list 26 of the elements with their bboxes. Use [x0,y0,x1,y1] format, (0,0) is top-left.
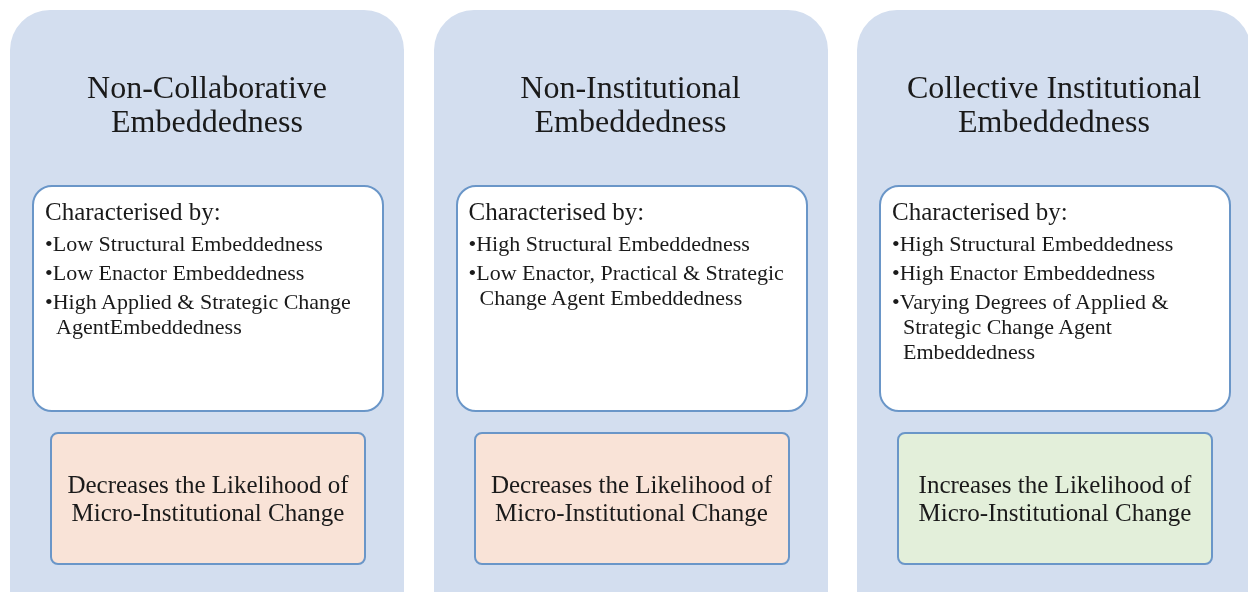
traits-heading: Characterised by: [892,197,1069,227]
column-panel [857,10,1248,592]
traits-heading: Characterised by: [468,197,646,227]
bullet-item: •High Structural Embeddedness [468,231,751,256]
column-panel [433,10,828,592]
traits-box [879,185,1231,412]
traits-heading: Characterised by: [45,197,222,227]
outcome-text: Increases the Likelihood of Micro-Institutional Change [917,470,1193,527]
bullet-item: •High Applied & Strategic Change AgentEmbeddedness [45,289,352,339]
traits-box [32,185,384,412]
panel-title: Collective Institutional Embeddedness [905,70,1203,138]
outcome-text: Decreases the Likelihood of Micro-Institutional Change [489,470,774,527]
outcome-box [50,432,366,565]
bullet-item: •Low Enactor, Practical & Strategic Change Agent Embeddedness [468,260,785,310]
bullet-item: •High Structural Embeddedness [892,231,1175,256]
outcome-text: Decreases the Likelihood of Micro-Institutional Change [66,470,350,527]
panel-title: Non-Institutional Embeddedness [519,70,742,138]
column-panel [10,10,404,592]
bullet-item: •Low Structural Embeddedness [45,231,324,256]
traits-box [455,185,808,412]
bullet-item: •High Enactor Embeddedness [892,260,1157,285]
outcome-box [473,432,790,565]
bullet-item: •Varying Degrees of Applied & Strategic Change Agent Embeddedness [892,289,1170,364]
bullet-item: •Low Enactor Embeddedness [45,260,306,285]
outcome-box [897,432,1213,565]
panel-title: Non-Collaborative Embeddedness [86,70,328,138]
